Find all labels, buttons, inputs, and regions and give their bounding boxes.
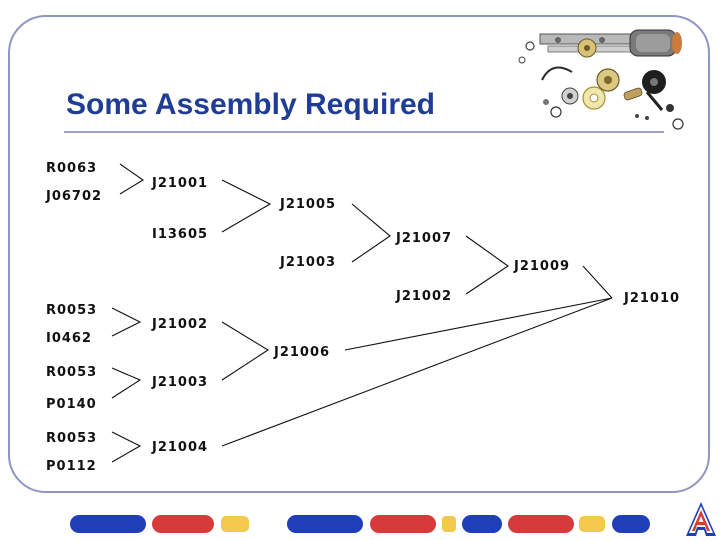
node-j21002-lower: J21002 (151, 317, 208, 332)
connector-j21004-to-j21010 (221, 297, 613, 447)
node-r0063: R0063 (46, 161, 97, 176)
node-r0053-second: R0053 (46, 365, 97, 380)
title-underline (64, 131, 664, 133)
connector-j21005-j21003-to-j21007 (351, 203, 391, 263)
connector-j21002-j21003-to-j21006 (221, 321, 270, 381)
node-r0053-first: R0053 (46, 303, 97, 318)
connector-r0053-p0112-to-j21004 (111, 431, 142, 463)
node-i13605: I13605 (152, 227, 208, 242)
node-j21003-lower: J21003 (151, 375, 208, 390)
connector-r0063-j06702-to-j21001 (119, 163, 145, 195)
node-i0462: I0462 (46, 331, 92, 346)
node-j21004: J21004 (151, 440, 208, 455)
node-j21001: J21001 (151, 176, 208, 191)
connector-j21009-to-j21010 (582, 265, 613, 299)
node-p0112: P0112 (46, 459, 97, 474)
slide-title: Some Assembly Required (66, 88, 436, 121)
slide-frame (8, 15, 710, 493)
connector-j21007-j21002-to-j21009 (465, 235, 509, 295)
footer-decoration (70, 515, 650, 533)
node-j21003-upper: J21003 (279, 255, 336, 270)
university-a-logo-icon (686, 502, 716, 536)
node-p0140: P0140 (46, 397, 97, 412)
connector-j21006-to-j21010 (344, 297, 613, 351)
node-r0053-third: R0053 (46, 431, 97, 446)
node-j21002-upper: J21002 (395, 289, 452, 304)
connector-r0053-i0462-to-j21002 (111, 307, 142, 337)
node-j21006: J21006 (273, 345, 330, 360)
connector-j21001-i13605-to-j21005 (221, 179, 272, 233)
node-j21007: J21007 (395, 231, 452, 246)
connector-r0053-p0140-to-j21003 (111, 367, 142, 399)
node-j06702: J06702 (45, 189, 102, 204)
mechanical-parts-photo-icon (518, 29, 684, 130)
node-j21009: J21009 (513, 259, 570, 274)
node-j21005: J21005 (279, 197, 336, 212)
node-j21010: J21010 (623, 291, 680, 306)
